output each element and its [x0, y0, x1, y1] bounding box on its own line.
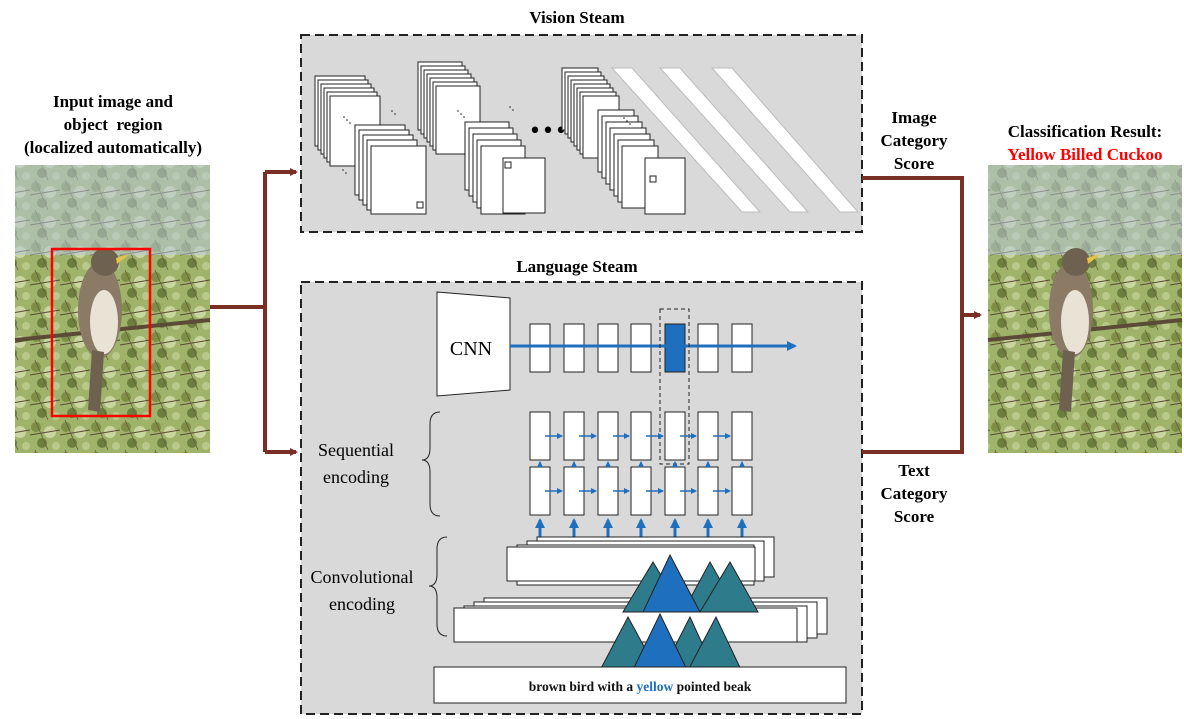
convolutional-brace — [428, 536, 448, 637]
result-section: Classification Result: Yellow Billed Cuc… — [987, 122, 1183, 453]
svg-text:Category: Category — [880, 484, 948, 503]
text-score-label: Text Category Score — [880, 461, 948, 526]
svg-text:Score: Score — [894, 507, 935, 526]
feature-maps-group-3 — [561, 67, 686, 215]
lstm-upper-row — [529, 411, 753, 461]
conv-kernels-upper — [622, 553, 759, 613]
vision-stream: Vision Steam — [300, 8, 863, 233]
image-score-label: Image Category Score — [880, 108, 948, 173]
lstm-top-row — [510, 323, 797, 373]
vision-ellipsis: ••• — [529, 119, 568, 144]
svg-text:Score: Score — [894, 154, 935, 173]
svg-text:Image: Image — [891, 108, 937, 127]
vision-title: Vision Steam — [529, 8, 624, 27]
convolutional-label-line-2: encoding — [329, 594, 395, 614]
language-title: Language Steam — [516, 257, 637, 276]
input-title-line-2: object region — [64, 115, 163, 134]
conv-to-seq-arrows — [535, 518, 747, 537]
cnn-block — [436, 291, 511, 397]
stack-dots — [342, 106, 631, 174]
between-row-arrows — [537, 461, 745, 467]
feature-maps-group-2 — [417, 61, 546, 215]
sequential-label-line-1: Sequential — [318, 440, 394, 460]
fc-layers — [610, 67, 860, 213]
input-title-line-1: Input image and — [53, 92, 174, 111]
input-title-line-3: (localized automatically) — [24, 138, 202, 157]
feature-maps-group-1 — [314, 75, 427, 215]
result-bird-image — [987, 165, 1183, 453]
convolutional-label-line-1: Convolutional — [311, 567, 414, 587]
highlighted-cell — [664, 323, 686, 373]
sentence-part-3: pointed beak — [673, 679, 752, 694]
svg-text:Category: Category — [880, 131, 948, 150]
sentence-highlight-word: yellow — [637, 679, 674, 694]
sentence-text: brown bird with a yellow pointed beak — [529, 679, 752, 694]
result-class-name: Yellow Billed Cuckoo — [1008, 145, 1163, 164]
sequential-brace — [421, 411, 441, 517]
sequential-label-line-2: encoding — [323, 467, 389, 487]
result-title: Classification Result: — [1008, 122, 1162, 141]
conv-kernels-lower — [596, 612, 745, 677]
input-bird-image — [14, 165, 211, 453]
sentence-box — [433, 666, 847, 704]
svg-text:Text: Text — [898, 461, 930, 480]
flow-arrows — [210, 168, 982, 456]
input-section: Input image and object region (localized… — [14, 92, 211, 453]
cnn-label: CNN — [450, 338, 492, 360]
sentence-part-1: brown bird with a — [529, 679, 637, 694]
language-stream: Language Steam CNN Sequential encoding — [300, 257, 863, 715]
